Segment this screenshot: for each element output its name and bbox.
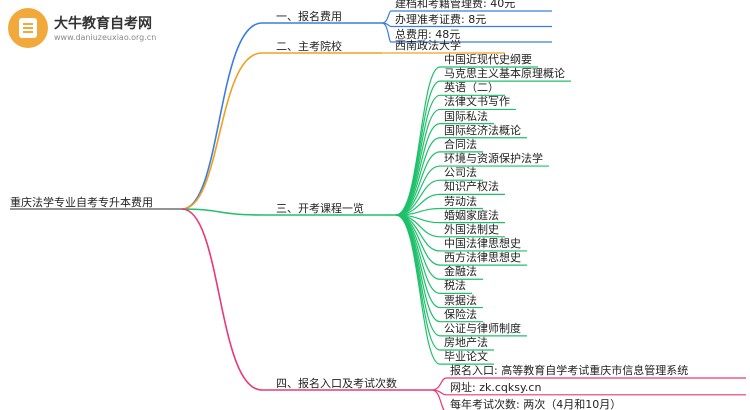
leaf-label: 保险法 [444, 307, 477, 321]
branch-connector [181, 22, 263, 210]
leaf-connector [395, 137, 441, 216]
branch-connector [181, 208, 263, 391]
leaf-label: 马克思主义基本原理概论 [444, 67, 565, 81]
leaf-connector [395, 214, 441, 252]
leaf-connector [381, 22, 392, 43]
leaf-connector [431, 377, 447, 391]
leaf-label: 房地产法 [444, 336, 488, 349]
leaf-label: 国际私法 [444, 109, 488, 123]
leaf-label: 税法 [444, 279, 466, 293]
leaf-label: 票据法 [444, 293, 477, 307]
leaf-label: 合同法 [444, 137, 477, 151]
leaf-label: 法律文书写作 [444, 95, 510, 109]
leaf-label: 国际经济法概论 [444, 123, 521, 137]
leaf-connector [395, 108, 441, 216]
root-node-label: 重庆法学专业自考专升本费用 [10, 196, 153, 209]
branch-label: 三、开考课程一览 [276, 202, 364, 215]
leaf-label: 公司法 [444, 166, 477, 180]
leaf-label: 网址: zk.cqksy.cn [450, 380, 542, 394]
leaf-label: 毕业论文 [444, 350, 488, 364]
leaf-connector [395, 94, 441, 216]
leaf-label: 报名入口: 高等教育自学考试重庆市信息管理系统 [450, 364, 689, 377]
leaf-connector [395, 214, 441, 365]
leaf-label: 西方法律思想史 [444, 251, 521, 265]
leaf-label: 办理准考证费: 8元 [395, 12, 487, 26]
branch-label: 四、报名入口及考试次数 [276, 377, 397, 390]
leaf-label: 中国法律思想史 [444, 236, 521, 250]
leaf-label: 总费用: 48元 [395, 28, 461, 41]
leaf-label: 婚姻家庭法 [444, 208, 499, 222]
leaf-label: 知识产权法 [444, 180, 499, 194]
leaf-label: 中国近现代史纲要 [444, 53, 532, 66]
book-icon [8, 8, 48, 48]
leaf-label: 外国法制史 [444, 222, 499, 236]
leaf-label: 公证与律师制度 [444, 321, 521, 335]
leaf-label: 英语（二） [444, 81, 499, 95]
leaf-label: 建档和考籍管理费: 40元 [395, 0, 516, 10]
branch-connector [181, 52, 263, 210]
leaf-label: 金融法 [444, 265, 477, 279]
logo-title: 大牛教育自考网 [54, 16, 152, 32]
branch-connector [181, 208, 263, 216]
branch-label: 二、主考院校 [276, 40, 342, 53]
leaf-label: 环境与资源保护法学 [444, 152, 543, 166]
leaf-label: 每年考试次数: 两次（4月和10月） [450, 397, 622, 410]
leaf-connector [395, 123, 441, 216]
leaf-connector [381, 10, 392, 24]
leaf-label: 劳动法 [444, 194, 477, 208]
branch-label: 一、报名费用 [276, 10, 342, 23]
leaf-connector [431, 389, 445, 410]
logo-url: www.daniuzeuxiao.org.cn [54, 33, 157, 42]
leaf-label: 西南政法大学 [395, 39, 461, 52]
site-logo: 大牛教育自考网 www.daniuzeuxiao.org.cn [8, 8, 158, 48]
